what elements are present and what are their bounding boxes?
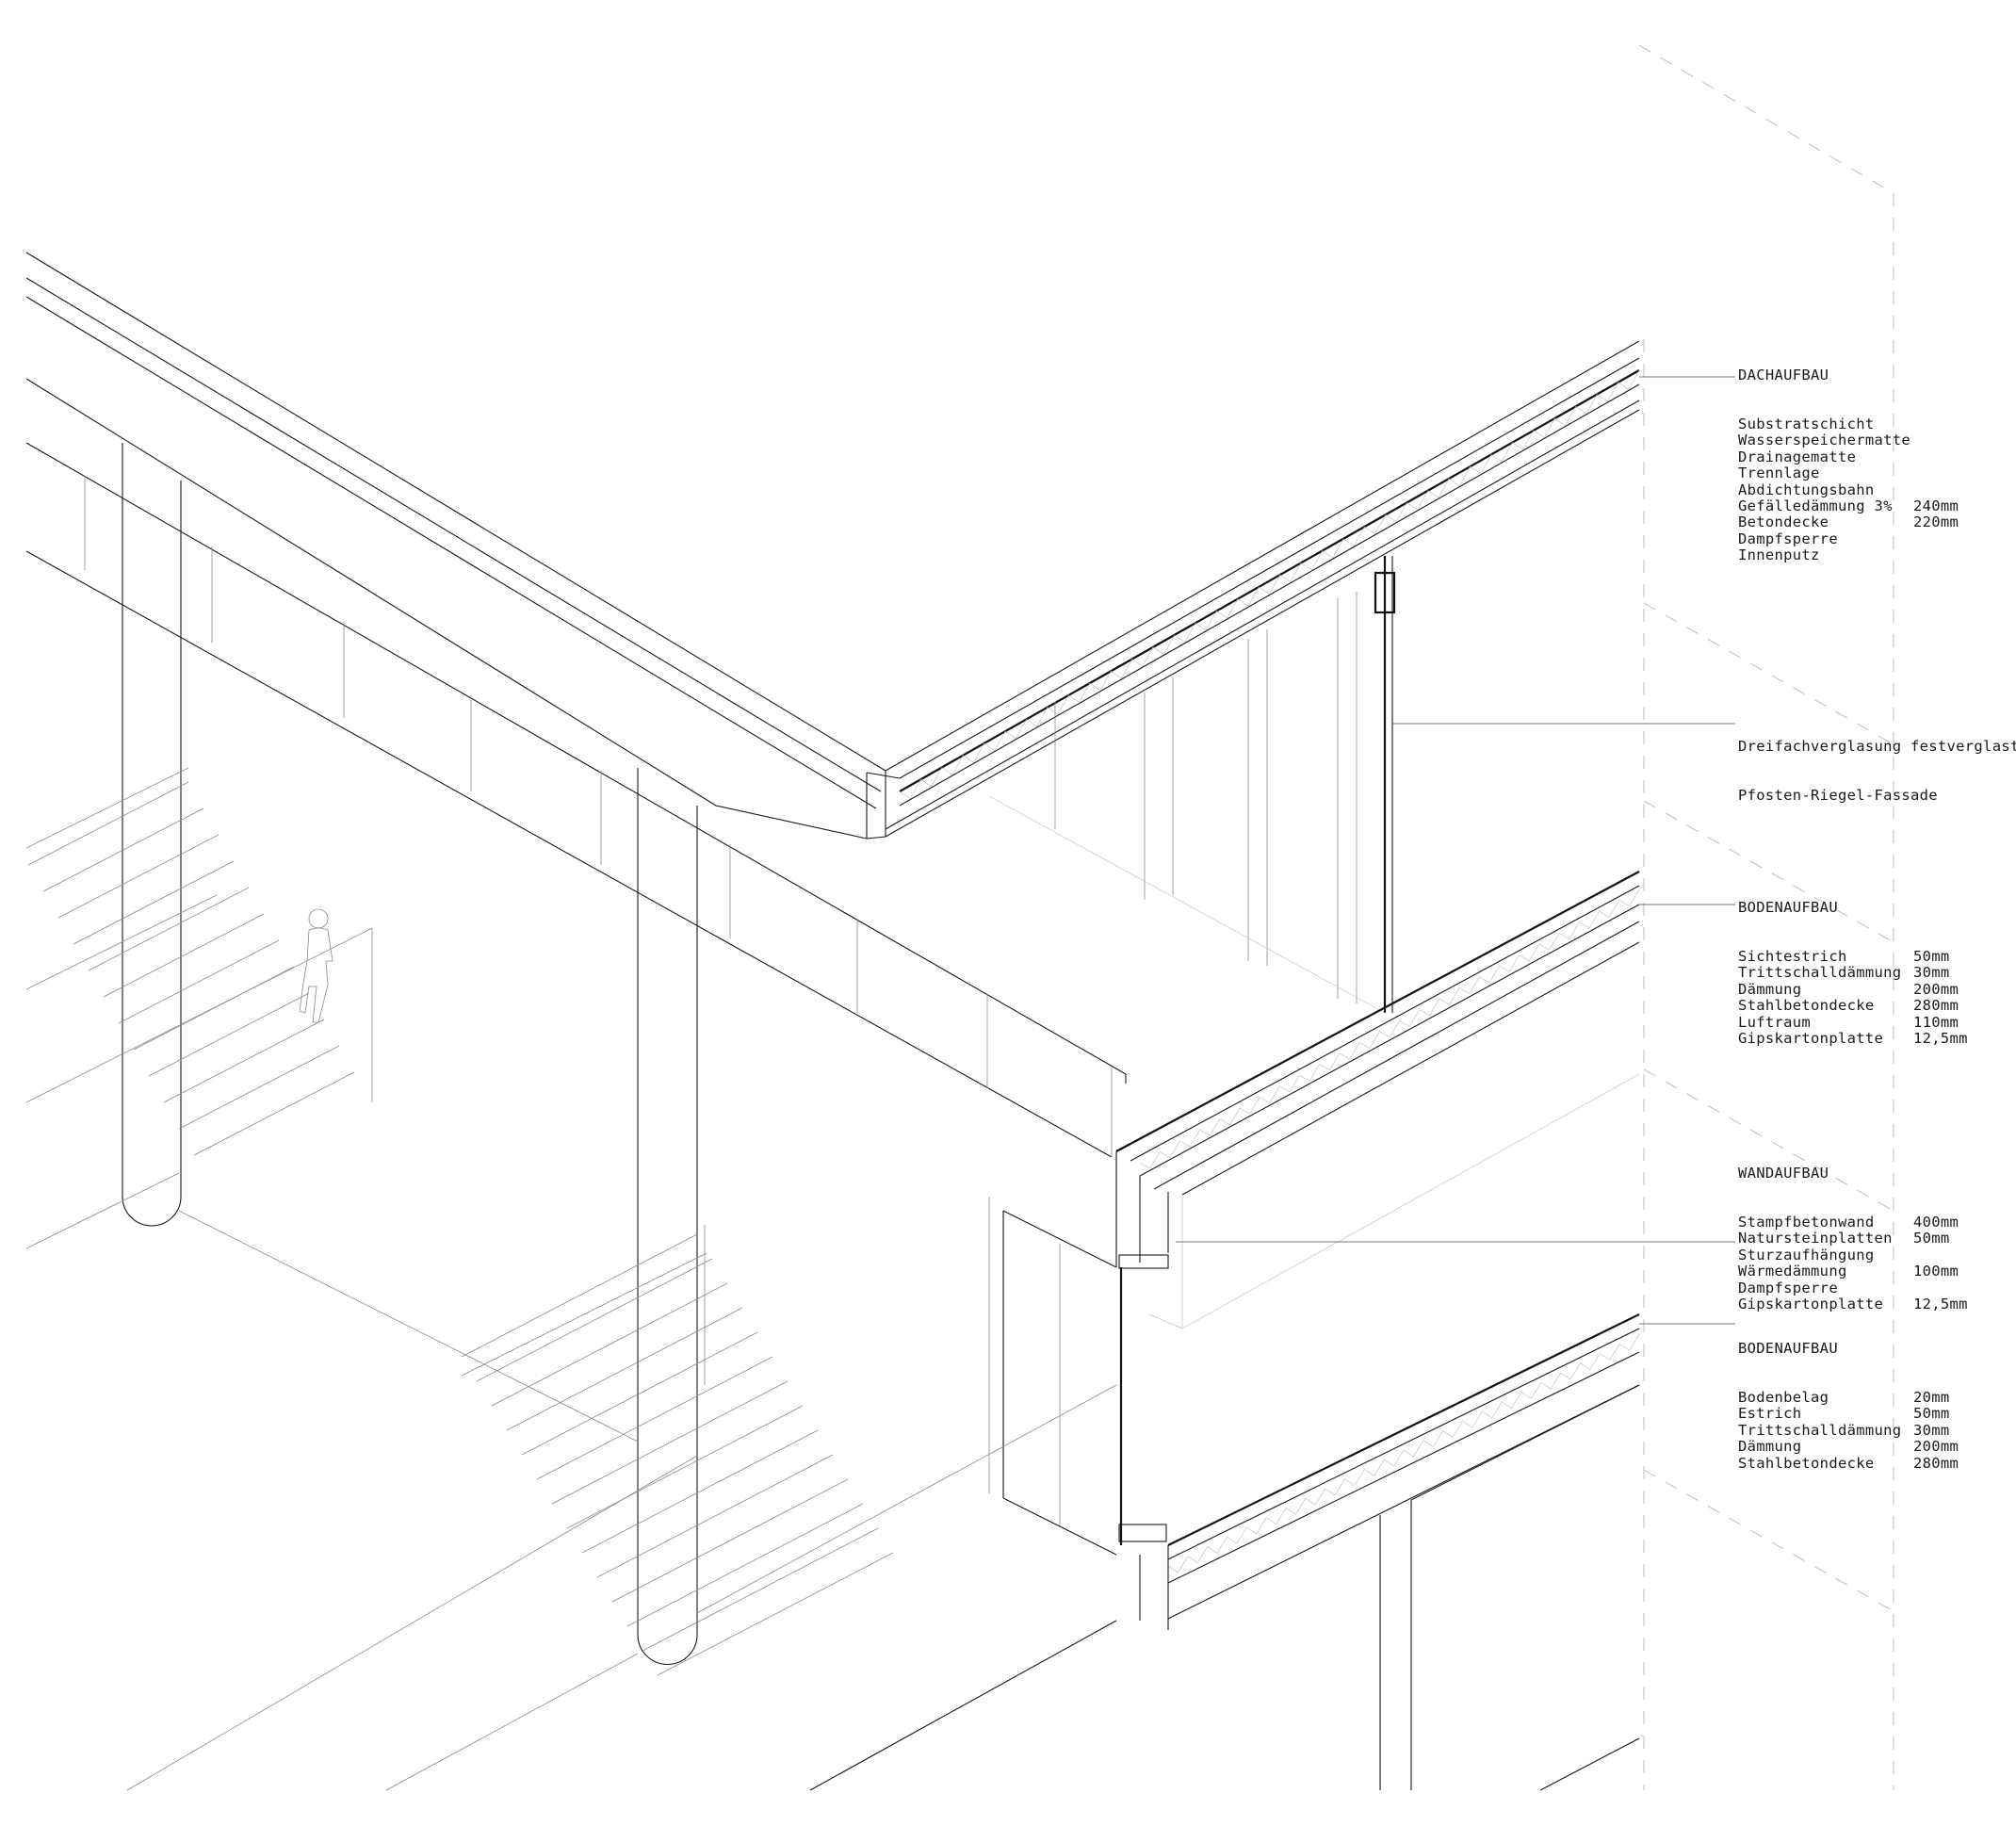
layer-name: Dämmung xyxy=(1738,980,1802,998)
layer-thickness: 50mm xyxy=(1913,1405,1950,1423)
layer-row: Trennlage xyxy=(1738,465,1959,481)
layer-thickness: 200mm xyxy=(1913,980,1959,998)
layer-name: Wasserspeichermatte xyxy=(1738,432,1911,449)
layer-thickness: 110mm xyxy=(1913,1013,1959,1031)
layer-name: Dampfsperre xyxy=(1738,530,1838,547)
leader-lines xyxy=(1176,376,1735,1325)
balustrade-glass xyxy=(25,442,1127,1158)
layer-thickness: 200mm xyxy=(1913,1438,1959,1456)
layer-name: Stahlbetondecke xyxy=(1738,997,1875,1015)
layer-name: Substratschicht xyxy=(1738,416,1875,433)
layer-name: Stampfbetonwand xyxy=(1738,1214,1875,1231)
layer-row: Trittschalldämmung 30mm xyxy=(1738,964,1968,982)
roof-buildup-title: DACHAUFBAU xyxy=(1738,366,1829,383)
dashed-guide-lines xyxy=(1638,44,1894,1790)
layer-row: Stampfbetonwand 400mm xyxy=(1738,1214,1968,1231)
roof-insulation-hatch xyxy=(899,369,1640,1573)
layer-thickness: 30mm xyxy=(1913,1421,1950,1439)
glazing-annotation: Dreifachverglasung festverglast Pfosten-… xyxy=(1738,706,2016,837)
glass-facade xyxy=(988,556,1396,1014)
person-figure xyxy=(299,908,333,1023)
layer-name: Trittschalldämmung xyxy=(1738,964,1902,982)
layer-row: Dampfsperre xyxy=(1738,530,1959,547)
layer-row: Bodenbelag 20mm xyxy=(1738,1389,1959,1407)
layer-row: Wasserspeichermatte xyxy=(1738,432,1959,449)
layer-thickness: 280mm xyxy=(1913,997,1959,1015)
layer-row: Stahlbetondecke 280mm xyxy=(1738,1454,1959,1472)
layer-name: Stahlbetondecke xyxy=(1738,1454,1875,1472)
layer-row: Sichtestrich 50mm xyxy=(1738,948,1968,966)
layer-name: Dampfsperre xyxy=(1738,1279,1838,1296)
layer-thickness: 12,5mm xyxy=(1913,1030,1968,1048)
glazing-line-2: Pfosten-Riegel-Fassade xyxy=(1738,787,1938,805)
layer-thickness: 100mm xyxy=(1913,1263,1959,1280)
layer-row: Abdichtungsbahn xyxy=(1738,481,1959,498)
layer-thickness: 280mm xyxy=(1913,1454,1959,1472)
wall-buildup-title: WANDAUFBAU xyxy=(1738,1164,1829,1182)
stair-steps xyxy=(27,781,894,1676)
layer-name: Gipskartonplatte xyxy=(1738,1030,1884,1048)
layer-thickness: 400mm xyxy=(1913,1214,1959,1231)
layer-row: Trittschalldämmung 30mm xyxy=(1738,1421,1959,1439)
layer-thickness: 50mm xyxy=(1913,1230,1950,1247)
layer-name: Trittschalldämmung xyxy=(1738,1421,1902,1439)
layer-name: Estrich xyxy=(1738,1405,1802,1423)
layer-row: Innenputz xyxy=(1738,546,1959,564)
layer-thickness: 220mm xyxy=(1913,514,1959,531)
glazing-line-1: Dreifachverglasung festverglast xyxy=(1738,737,2016,755)
layer-name: Drainagematte xyxy=(1738,448,1857,465)
layer-row: Sturzaufhängung xyxy=(1738,1247,1968,1264)
layer-name: Dämmung xyxy=(1738,1438,1802,1456)
layer-thickness: 50mm xyxy=(1913,948,1950,966)
layer-row: Dampfsperre xyxy=(1738,1280,1968,1296)
stairs-and-floors xyxy=(25,767,1117,1791)
layer-name: Trennlage xyxy=(1738,465,1820,482)
upper-floor-buildup-title: BODENAUFBAU xyxy=(1738,898,1838,916)
layer-name: Sturzaufhängung xyxy=(1738,1246,1875,1264)
layer-row: Gipskartonplatte 12,5mm xyxy=(1738,1030,1968,1048)
layer-thickness: 20mm xyxy=(1913,1389,1950,1407)
layer-row: Wärmedämmung 100mm xyxy=(1738,1263,1968,1280)
layer-row: Stahlbetondecke 280mm xyxy=(1738,997,1968,1015)
layer-row: Luftraum 110mm xyxy=(1738,1013,1968,1031)
layer-row: Betondecke 220mm xyxy=(1738,514,1959,531)
layer-thickness: 240mm xyxy=(1913,497,1959,515)
layer-name: Wärmedämmung xyxy=(1738,1263,1847,1280)
lower-floor-slab xyxy=(809,1313,1640,1791)
columns xyxy=(122,443,698,1666)
layer-name: Luftraum xyxy=(1738,1013,1812,1031)
lower-window xyxy=(988,1197,1167,1556)
layer-row: Substratschicht xyxy=(1738,416,1959,432)
layer-thickness: 12,5mm xyxy=(1913,1296,1968,1313)
layer-name: Bodenbelag xyxy=(1738,1389,1829,1407)
layer-name: Abdichtungsbahn xyxy=(1738,481,1875,498)
layer-row: Gipskartonplatte 12,5mm xyxy=(1738,1296,1968,1312)
layer-row: Natursteinplatten 50mm xyxy=(1738,1231,1968,1247)
roof-slab xyxy=(25,252,1640,840)
layer-thickness: 30mm xyxy=(1913,964,1950,982)
layer-name: Innenputz xyxy=(1738,546,1820,564)
layer-name: Natursteinplatten xyxy=(1738,1230,1893,1247)
layer-row: Dämmung 200mm xyxy=(1738,1438,1959,1456)
layer-row: Estrich 50mm xyxy=(1738,1405,1959,1423)
upper-floor-slab xyxy=(1115,871,1640,1329)
layer-name: Sichtestrich xyxy=(1738,948,1847,966)
layer-row: Gefälledämmung 3% 240mm xyxy=(1738,497,1959,515)
layer-name: Gipskartonplatte xyxy=(1738,1296,1884,1313)
layer-row: Dämmung 200mm xyxy=(1738,980,1968,998)
layer-name: Betondecke xyxy=(1738,514,1829,531)
lower-floor-buildup-title: BODENAUFBAU xyxy=(1738,1339,1838,1357)
layer-name: Gefälledämmung 3% xyxy=(1738,497,1893,515)
layer-row: Drainagematte xyxy=(1738,448,1959,465)
